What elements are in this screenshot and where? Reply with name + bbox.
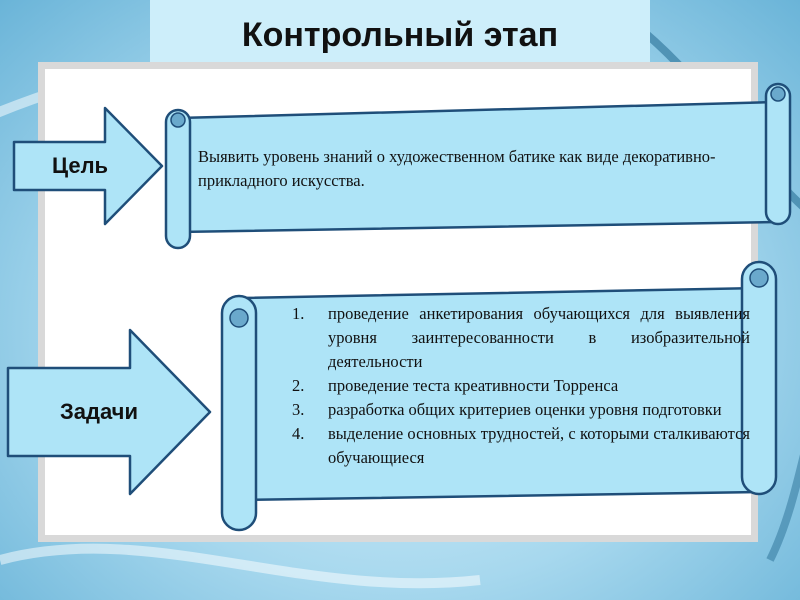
list-item-number: 3. bbox=[292, 400, 305, 419]
list-item: 4. выделение основных трудностей, с котор… bbox=[292, 422, 750, 470]
tasks-list: 1. проведение анкетирования обучающихся д… bbox=[292, 302, 750, 470]
list-item-text: проведение теста креативности Торренса bbox=[328, 376, 619, 395]
tasks-arrow bbox=[6, 328, 212, 496]
page-title: Контрольный этап bbox=[241, 15, 559, 54]
list-item-number: 4. bbox=[292, 424, 305, 443]
list-item: 2. проведение теста креативности Торренса bbox=[292, 374, 750, 398]
list-item: 1. проведение анкетирования обучающихся д… bbox=[292, 302, 750, 374]
goal-text: Выявить уровень знаний о художественном … bbox=[198, 147, 716, 190]
goal-arrow bbox=[12, 106, 164, 226]
goal-scroll bbox=[164, 82, 792, 250]
list-item-number: 2. bbox=[292, 376, 305, 395]
list-item: 3. разработка общих критериев оценки уров… bbox=[292, 398, 750, 422]
title-box: Контрольный этап bbox=[150, 0, 650, 70]
tasks-scroll bbox=[220, 260, 778, 532]
tasks-label: Задачи bbox=[60, 399, 138, 424]
list-item-number: 1. bbox=[292, 304, 305, 323]
list-item-text: проведение анкетирования обучающихся для… bbox=[328, 304, 750, 371]
list-item-text: разработка общих критериев оценки уровня… bbox=[328, 400, 722, 419]
goal-label: Цель bbox=[52, 153, 109, 178]
list-item-text: выделение основных трудностей, с которым… bbox=[328, 424, 750, 467]
